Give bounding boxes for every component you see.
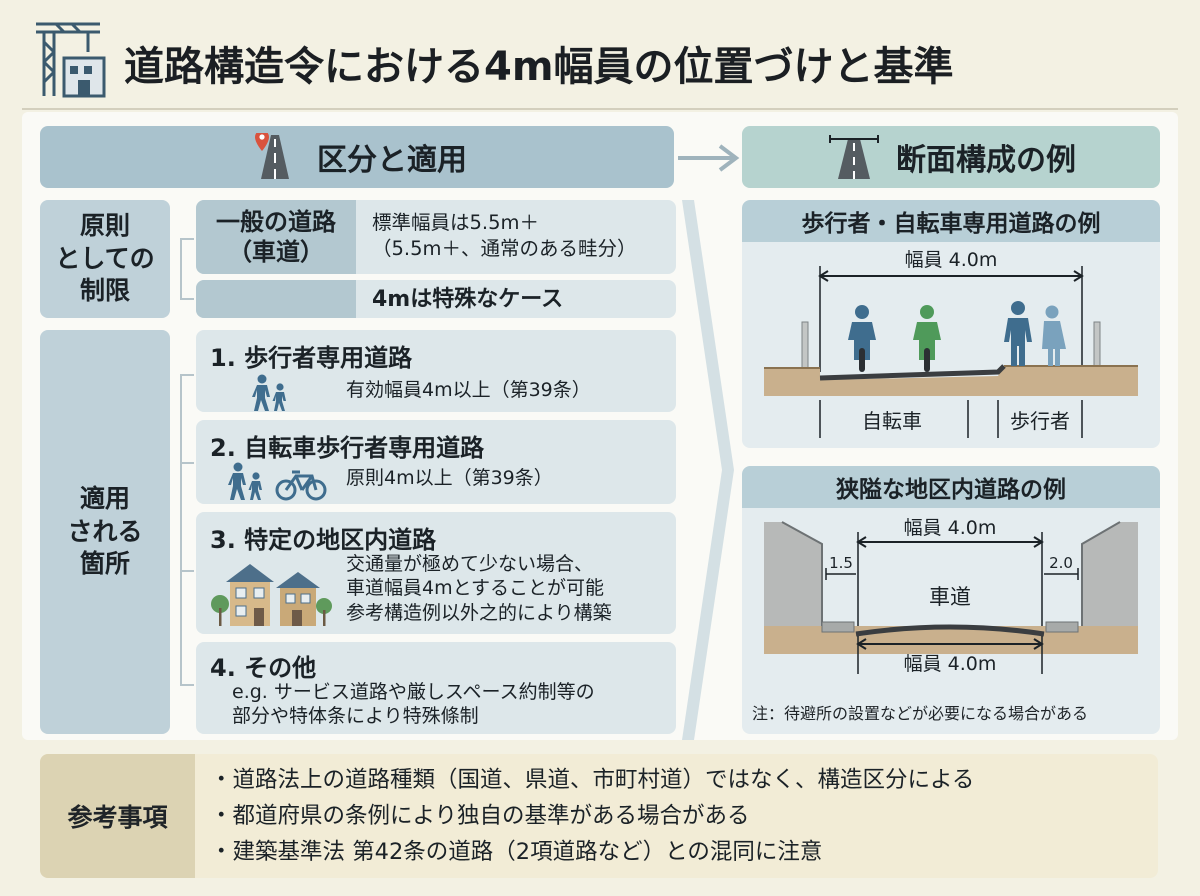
item-title: 4. その他	[210, 654, 317, 682]
page-title: 道路構造令における4m幅員の位置づけと基準	[124, 44, 954, 90]
footer-notes-list: ・道路法上の道路種類（国道、県道、市町村道）ではなく、構造区分による ・都道府県…	[210, 762, 974, 870]
crane-logo-icon	[34, 18, 106, 98]
list-item: 4. その他 e.g. サービス道路や厳しスペース約制等の 部分や特体条により特…	[196, 642, 676, 734]
general-road-card: 一般の道路 （車道） 標準幅員は5.5m＋ （5.5m＋、通常のある畦分）	[196, 200, 676, 274]
zone-bicycle-label: 自転車	[862, 409, 922, 433]
houses-icon	[211, 564, 332, 626]
left-section-header: 区分と適用	[40, 126, 674, 188]
list-item: ・都道府県の条例により独自の基準がある場合がある	[210, 803, 750, 829]
list-item: 3. 特定の地区内道路 交通量が極めて少ない場合、 車道幅員4mとすることが可能…	[196, 512, 676, 634]
bicycle-pedestrian-icon	[228, 462, 327, 501]
cross-section-pedestrian-bicycle: 歩行者・自転車専用道路の例 幅員 4.0m	[742, 200, 1160, 448]
header-divider	[22, 108, 1178, 110]
cross-section-title: 歩行者・自転車専用道路の例	[742, 200, 1160, 242]
column-divider-chevron	[682, 200, 734, 740]
special-case-card: 4mは特殊なケース	[196, 280, 676, 318]
left-dimension-label: 1.5	[829, 554, 853, 572]
list-item: 2. 自転車歩行者専用道路 原則4m以上（第39条）	[196, 420, 676, 504]
principle-category: 原則 としての 制限	[40, 200, 170, 318]
application-category: 適用 される 箇所	[40, 330, 170, 734]
list-item: 1. 歩行者専用道路 有効幅員4m以上（第39条）	[196, 330, 676, 412]
footer-label: 参考事項	[40, 754, 195, 878]
center-road-label: 車道	[929, 585, 971, 609]
item-title: 3. 特定の地区内道路	[210, 526, 437, 554]
item-text: 原則4m以上（第39条）	[346, 467, 553, 489]
item-text: 交通量が極めて少ない場合、 車道幅員4mとすることが可能 参考構造例以外之的によ…	[346, 553, 612, 624]
general-road-text: 標準幅員は5.5m＋ （5.5m＋、通常のある畦分）	[372, 211, 637, 260]
cross-section-diagram: 幅員 4.0m 自転車 歩行者	[764, 249, 1138, 438]
principle-bracket	[180, 238, 194, 300]
road-pin-icon	[255, 133, 289, 179]
list-item: ・道路法上の道路種類（国道、県道、市町村道）ではなく、構造区分による	[210, 767, 975, 793]
cross-section-diagram: 幅員 4.0m 1.5 2.0 車道 幅員 4.0m	[764, 517, 1138, 675]
application-bracket	[180, 374, 194, 686]
zone-pedestrian-label: 歩行者	[1010, 409, 1070, 433]
left-section-title: 区分と適用	[317, 143, 467, 178]
pedestrians-icon	[252, 374, 286, 411]
bracket-tick-3	[180, 570, 194, 572]
footer-notes-panel	[40, 754, 1158, 878]
item-title: 1. 歩行者専用道路	[210, 344, 413, 372]
section2-width-top-label: 幅員 4.0m	[904, 517, 997, 539]
special-case-text: 4mは特殊なケース	[372, 287, 564, 312]
cross-section-title: 狭隘な地区内道路の例	[742, 466, 1160, 508]
special-case-title-cell	[196, 280, 356, 318]
list-item: ・建築基準法 第42条の道路（2項道路など）との混同に注意	[210, 839, 823, 865]
bracket-tick-2	[180, 462, 194, 464]
right-section-header: 断面構成の例	[742, 126, 1160, 188]
arrow-right-icon	[678, 144, 740, 172]
road-width-icon	[829, 135, 879, 179]
section2-note: 注：待避所の設置などが必要になる場合がある	[752, 704, 1089, 723]
right-section-title: 断面構成の例	[896, 143, 1076, 178]
right-dimension-label: 2.0	[1049, 554, 1073, 572]
general-road-title-cell: 一般の道路 （車道）	[196, 200, 356, 274]
cross-section-narrow-road: 狭隘な地区内道路の例 幅員 4.0m 1.5 2.0 車道 幅員 4.0m	[742, 466, 1160, 734]
item-text: 有効幅員4m以上（第39条）	[346, 379, 591, 401]
item-text: e.g. サービス道路や厳しスペース約制等の 部分や特体条により特殊條制	[232, 681, 595, 728]
section2-width-bottom-label: 幅員 4.0m	[904, 653, 997, 675]
item-title: 2. 自転車歩行者専用道路	[210, 434, 485, 462]
section1-width-label: 幅員 4.0m	[905, 249, 998, 271]
